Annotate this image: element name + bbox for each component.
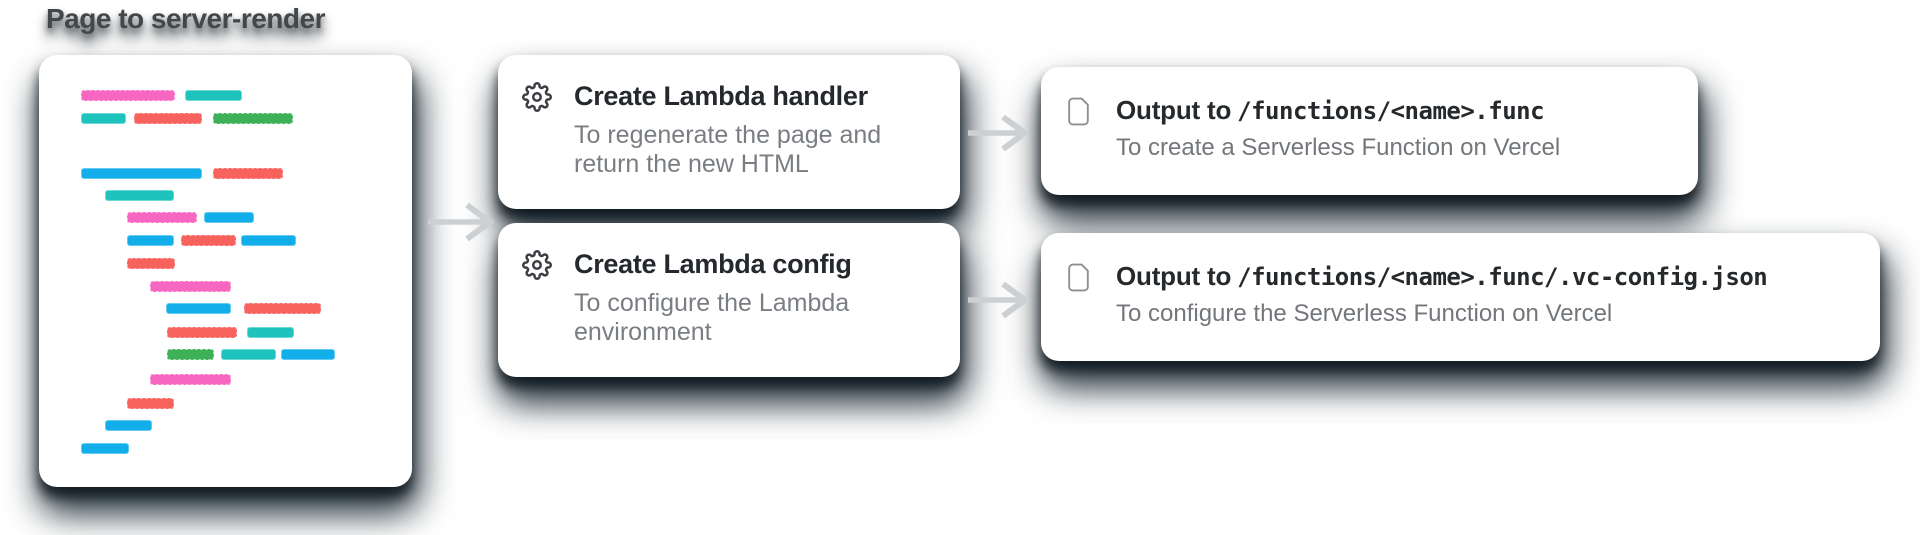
code-bar-red [181, 235, 236, 246]
file-icon [1067, 263, 1090, 297]
output-description: To create a Serverless Function on Verce… [1116, 134, 1561, 161]
gear-icon [522, 250, 552, 285]
output-path: /functions/<name>.func [1237, 97, 1545, 125]
step-card-create-lambda-config: Create Lambda config To configure the La… [498, 223, 960, 377]
code-bar-pink [127, 212, 197, 223]
output-path: /functions/<name>.func/.vc-config.json [1237, 263, 1768, 291]
code-bar-red [134, 113, 202, 124]
code-bar-blue [241, 235, 296, 246]
step-title: Create Lambda handler [574, 81, 868, 111]
step-text: Create Lambda config To configure the La… [574, 249, 909, 347]
code-bar-teal [81, 113, 126, 124]
step-text: Create Lambda handler To regenerate the … [574, 81, 909, 179]
code-bar-red [127, 398, 174, 409]
output-text: Output to/functions/<name>.func/.vc-conf… [1116, 261, 1768, 328]
arrow-source-to-steps [428, 202, 496, 242]
code-bar-green [213, 113, 293, 124]
code-bar-pink [150, 281, 231, 292]
code-bar-red [244, 303, 321, 314]
code-lines [39, 55, 412, 487]
arrow-handler-to-func-output [968, 114, 1031, 152]
code-bar-blue [127, 235, 174, 246]
code-bar-blue [105, 420, 152, 431]
code-bar-red [213, 168, 283, 179]
code-bar-teal [105, 190, 174, 201]
output-description: To configure the Serverless Function on … [1116, 300, 1613, 327]
output-title: Output to/functions/<name>.func/.vc-conf… [1116, 261, 1768, 292]
gear-icon [522, 82, 552, 117]
file-icon [1067, 97, 1090, 131]
code-bar-pink [150, 374, 231, 385]
arrow-config-to-vcconfig-output [968, 281, 1031, 319]
output-title: Output to/functions/<name>.func [1116, 95, 1560, 126]
code-bar-blue [166, 303, 231, 314]
code-bar-blue [281, 349, 335, 360]
step-description: To regenerate the page and return the ne… [574, 121, 882, 178]
code-bar-blue [81, 168, 202, 179]
page-title: Page to server-render [46, 3, 325, 34]
output-title-prefix: Output to [1116, 95, 1232, 125]
output-card-vc-config: Output to/functions/<name>.func/.vc-conf… [1041, 233, 1880, 361]
output-card-func: Output to/functions/<name>.func To creat… [1041, 67, 1698, 195]
output-title-prefix: Output to [1116, 261, 1232, 291]
code-bar-green [167, 349, 214, 360]
step-title: Create Lambda config [574, 249, 852, 279]
code-bar-teal [185, 90, 242, 101]
code-bar-red [127, 258, 175, 269]
step-card-create-lambda-handler: Create Lambda handler To regenerate the … [498, 55, 960, 209]
code-bar-pink [81, 90, 175, 101]
code-bar-teal [247, 327, 294, 338]
source-page-card [39, 55, 412, 487]
code-bar-red [167, 327, 237, 338]
code-bar-blue [81, 443, 129, 454]
step-description: To configure the Lambda environment [574, 289, 850, 346]
code-bar-blue [204, 212, 254, 223]
code-bar-teal [221, 349, 276, 360]
output-text: Output to/functions/<name>.func To creat… [1116, 95, 1560, 162]
